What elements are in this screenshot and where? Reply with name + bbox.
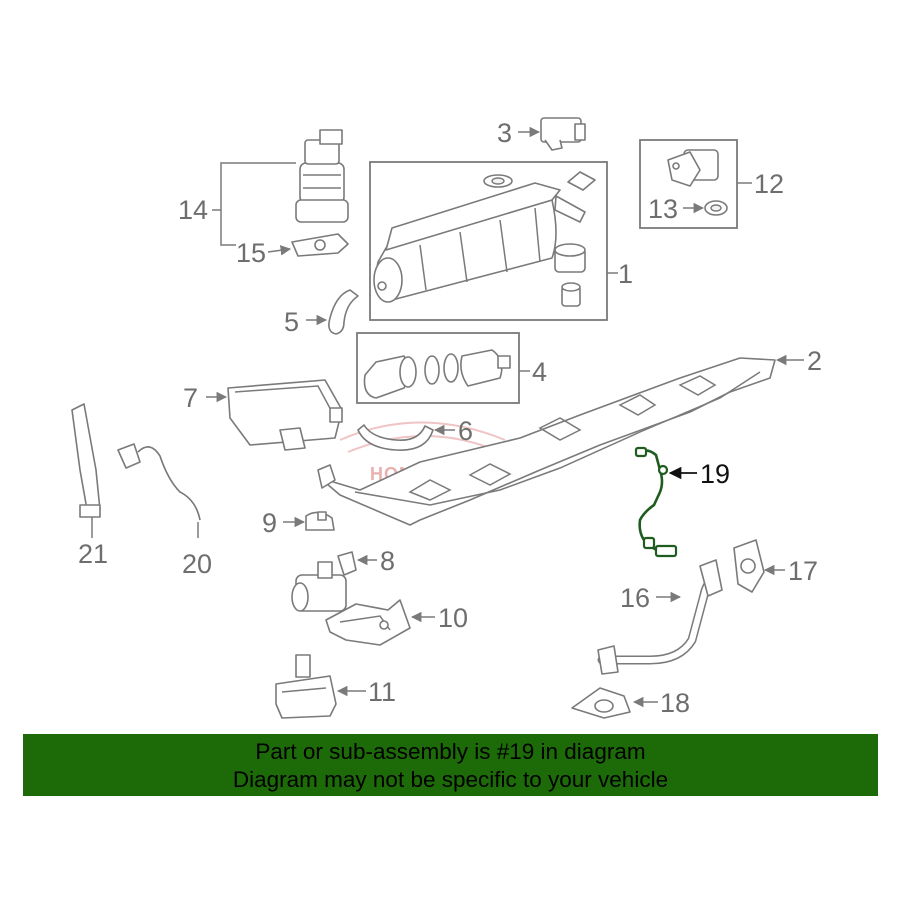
part-19-oxygen-sensor[interactable] — [634, 446, 678, 558]
callout-12: 12 — [754, 169, 784, 199]
info-banner: Part or sub-assembly is #19 in diagram D… — [23, 734, 878, 796]
part-21-bracket — [71, 403, 101, 518]
callout-11: 11 — [368, 677, 396, 707]
callout-8: 8 — [380, 546, 395, 576]
callout-6: 6 — [458, 416, 473, 446]
part-9-clamp — [305, 511, 335, 531]
bracket-14 — [220, 162, 296, 246]
callout-16: 16 — [620, 583, 650, 613]
part-16-egr-pipe — [597, 559, 723, 675]
part-4-box — [356, 332, 520, 404]
part-13-o-ring — [704, 200, 728, 216]
part-12-box — [639, 139, 738, 229]
callout-15: 15 — [236, 238, 266, 268]
callout-2: 2 — [807, 346, 822, 376]
callout-21: 21 — [78, 539, 108, 569]
part-2-frame — [317, 357, 776, 526]
callout-7: 7 — [183, 383, 198, 413]
part-20-harness — [117, 443, 201, 521]
banner-line-1: Part or sub-assembly is #19 in diagram — [255, 739, 646, 764]
callout-3: 3 — [497, 118, 512, 148]
part-10-bracket — [325, 599, 411, 646]
part-17-gasket — [733, 539, 765, 593]
banner-line-2: Diagram may not be specific to your vehi… — [232, 767, 669, 792]
callout-1: 1 — [618, 259, 633, 289]
callout-10: 10 — [438, 603, 468, 633]
part-14-egr-valve — [295, 129, 349, 223]
part-12-sensor — [667, 149, 719, 187]
part-15-gasket — [291, 233, 349, 257]
part-18-gasket — [571, 687, 631, 719]
callout-17: 17 — [788, 556, 818, 586]
callout-20: 20 — [182, 549, 212, 579]
part-11-module — [275, 654, 337, 719]
part-5-hose — [328, 289, 359, 335]
part-6-hose — [357, 424, 434, 451]
part-1-canister — [373, 171, 596, 307]
callout-13: 13 — [648, 194, 678, 224]
callout-5: 5 — [284, 307, 299, 337]
part-7-module — [227, 379, 343, 451]
callout-9: 9 — [262, 508, 277, 538]
part-3-sensor — [540, 117, 586, 151]
callout-4: 4 — [532, 357, 547, 387]
callout-19: 19 — [700, 459, 730, 489]
callout-14: 14 — [178, 195, 208, 225]
callout-18: 18 — [660, 688, 690, 718]
part-1-box — [369, 161, 608, 321]
part-4-hose-kit — [363, 349, 511, 399]
part-8-valve — [291, 551, 357, 612]
